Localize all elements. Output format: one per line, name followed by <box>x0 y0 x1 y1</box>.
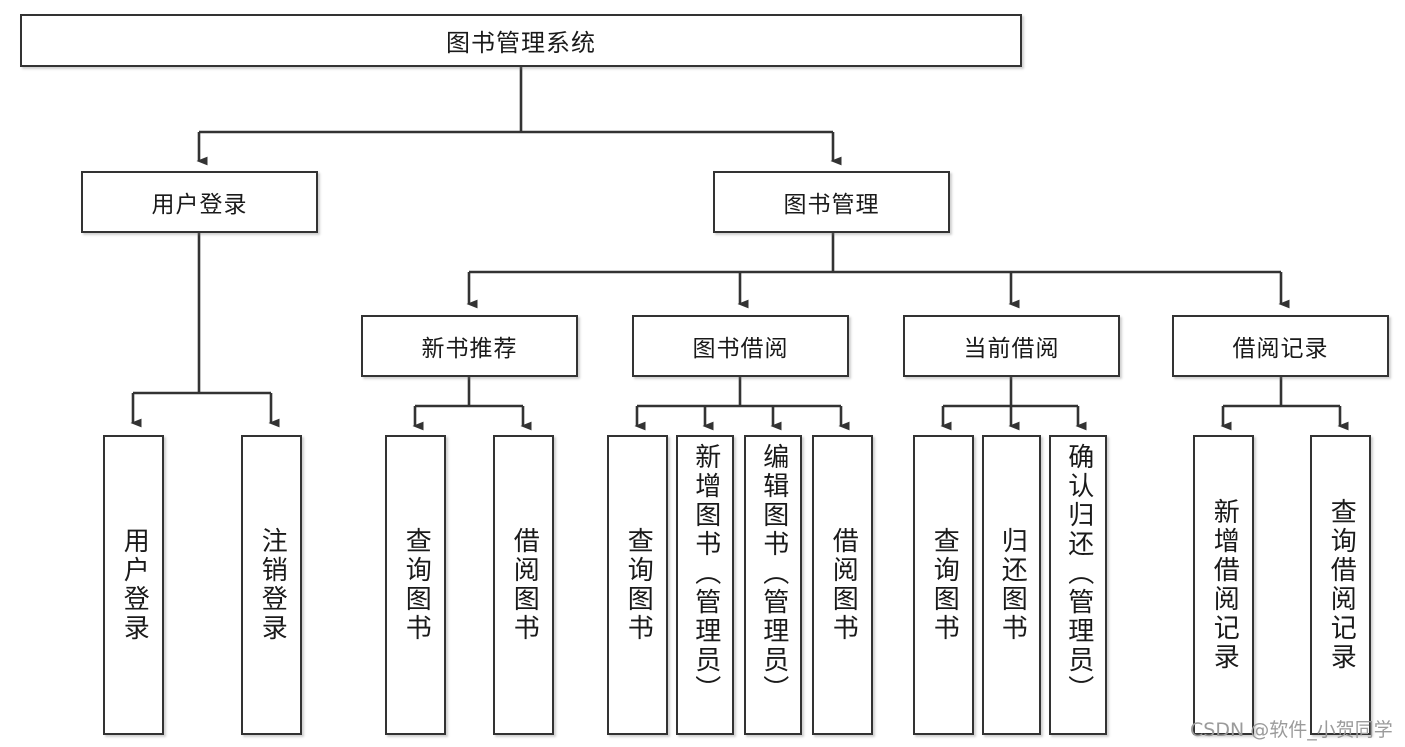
leaf-record-query[interactable]: 查询借阅记录 <box>1310 435 1371 735</box>
node-label: 图书借阅 <box>692 336 789 362</box>
leaf-current-query-book[interactable]: 查询图书 <box>913 435 974 735</box>
leaf-borrow-query-book[interactable]: 查询图书 <box>607 435 668 735</box>
node-root-system[interactable]: 图书管理系统 <box>20 14 1022 67</box>
node-label: 编辑图书（管理员） <box>758 443 789 704</box>
node-user-login[interactable]: 用户登录 <box>81 171 318 233</box>
node-label: 新增借阅记录 <box>1209 498 1240 672</box>
node-label: 图书管理系统 <box>446 29 596 57</box>
leaf-borrow-edit-book[interactable]: 编辑图书（管理员） <box>744 435 802 735</box>
node-label: 当前借阅 <box>963 336 1060 362</box>
node-current-borrow[interactable]: 当前借阅 <box>903 315 1120 377</box>
node-label: 新书推荐 <box>421 336 518 362</box>
node-borrow-record[interactable]: 借阅记录 <box>1172 315 1389 377</box>
csdn-watermark: CSDN @软件_小贺同学 <box>1190 719 1393 741</box>
leaf-current-return-book[interactable]: 归还图书 <box>982 435 1041 735</box>
leaf-rec-borrow-book[interactable]: 借阅图书 <box>493 435 554 735</box>
node-new-book-rec[interactable]: 新书推荐 <box>361 315 578 377</box>
node-label: 借阅图书 <box>509 527 540 643</box>
leaf-user-login[interactable]: 用户登录 <box>103 435 164 735</box>
node-label: 图书管理 <box>783 192 880 218</box>
node-book-borrow[interactable]: 图书借阅 <box>632 315 849 377</box>
leaf-record-add[interactable]: 新增借阅记录 <box>1193 435 1254 735</box>
node-label: 查询图书 <box>401 527 432 643</box>
node-label: 用户登录 <box>119 527 150 643</box>
node-book-manage[interactable]: 图书管理 <box>713 171 950 233</box>
node-label: 查询图书 <box>623 527 654 643</box>
leaf-borrow-borrow-book[interactable]: 借阅图书 <box>812 435 873 735</box>
node-label: 借阅图书 <box>828 527 859 643</box>
node-label: 借阅记录 <box>1232 336 1329 362</box>
node-label: 注销登录 <box>257 527 288 643</box>
leaf-user-logout[interactable]: 注销登录 <box>241 435 302 735</box>
node-label: 查询借阅记录 <box>1326 498 1357 672</box>
leaf-rec-query-book[interactable]: 查询图书 <box>385 435 446 735</box>
leaf-current-confirm-return[interactable]: 确认归还（管理员） <box>1049 435 1107 735</box>
node-label: 确认归还（管理员） <box>1063 443 1094 704</box>
node-label: 新增图书（管理员） <box>690 443 721 704</box>
leaf-borrow-add-book[interactable]: 新增图书（管理员） <box>676 435 734 735</box>
node-label: 查询图书 <box>929 527 960 643</box>
node-label: 用户登录 <box>151 192 248 218</box>
node-label: 归还图书 <box>997 527 1028 643</box>
